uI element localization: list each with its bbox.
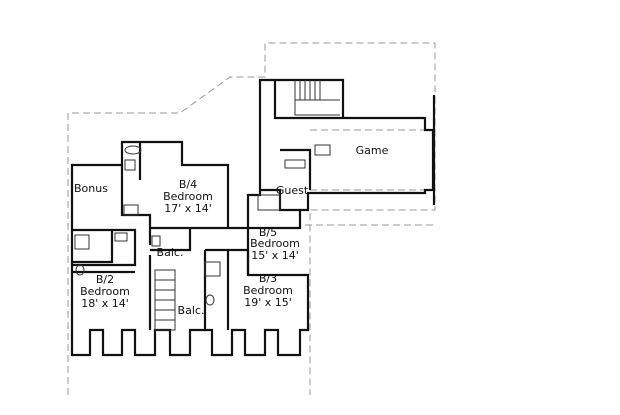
room-label-b5: B/5: [259, 226, 277, 239]
room-label-balc-upper: Balc.: [157, 246, 184, 259]
interior-walls: [72, 142, 312, 330]
stair-upper: [294, 80, 340, 116]
room-label-bonus: Bonus: [74, 182, 108, 195]
room-type-b4: Bedroom: [163, 190, 213, 203]
room-label-balc-lower: Balc.: [178, 304, 205, 317]
room-label-guest: Guest: [276, 184, 309, 197]
room-type-b2: Bedroom: [80, 285, 130, 298]
room-type-b3: Bedroom: [243, 284, 293, 297]
room-size-b3: 19' x 15': [244, 296, 292, 309]
room-label-b4: B/4: [179, 178, 197, 191]
room-label-b3: B/3: [259, 272, 277, 285]
roof-outline: [67, 42, 436, 395]
exterior-walls: [70, 140, 310, 357]
game-walls: [248, 78, 435, 230]
balcony-dashed: [305, 129, 435, 226]
fixtures: [74, 144, 331, 331]
room-size-b2: 18' x 14': [81, 297, 129, 310]
room-label-b2: B/2: [96, 273, 114, 286]
room-size-b5: 15' x 14': [251, 249, 299, 262]
room-type-b5: Bedroom: [250, 237, 300, 250]
room-label-game: Game: [356, 144, 389, 157]
room-size-b4: 17' x 14': [164, 202, 212, 215]
